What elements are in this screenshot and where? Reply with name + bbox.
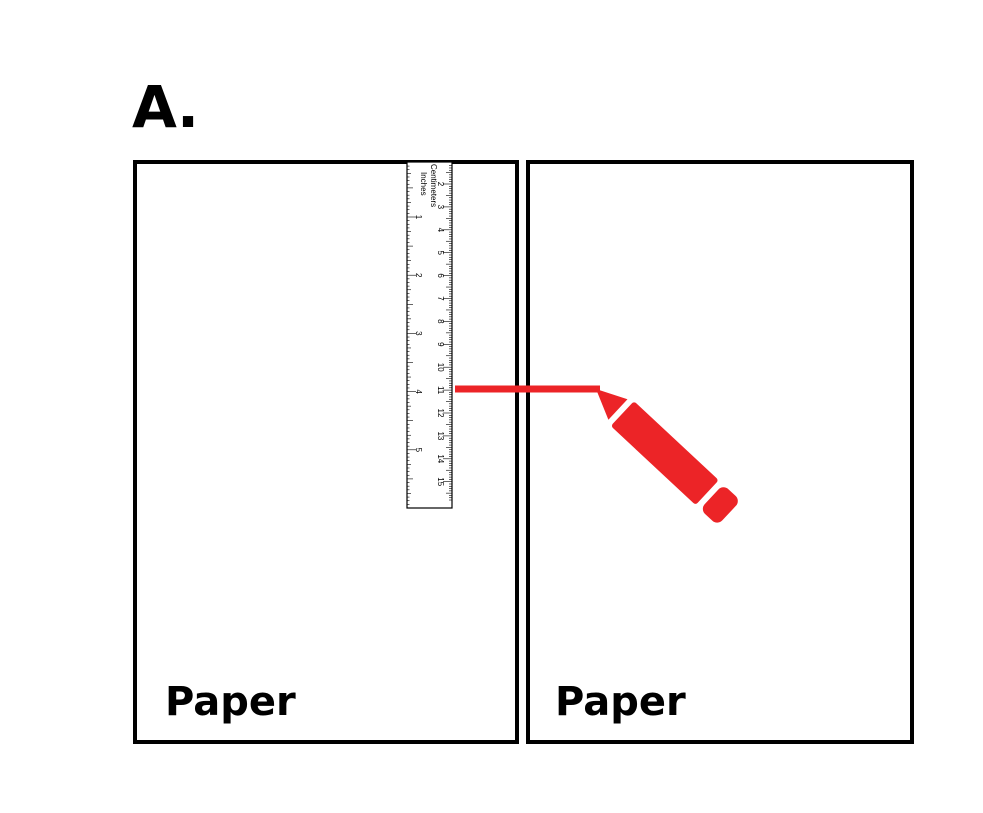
figure-label: A. [132,73,199,141]
paper-left: Paper [133,160,519,744]
paper-left-label: Paper [165,679,296,725]
paper-right-label: Paper [555,679,686,725]
paper-right: Paper [526,160,914,744]
